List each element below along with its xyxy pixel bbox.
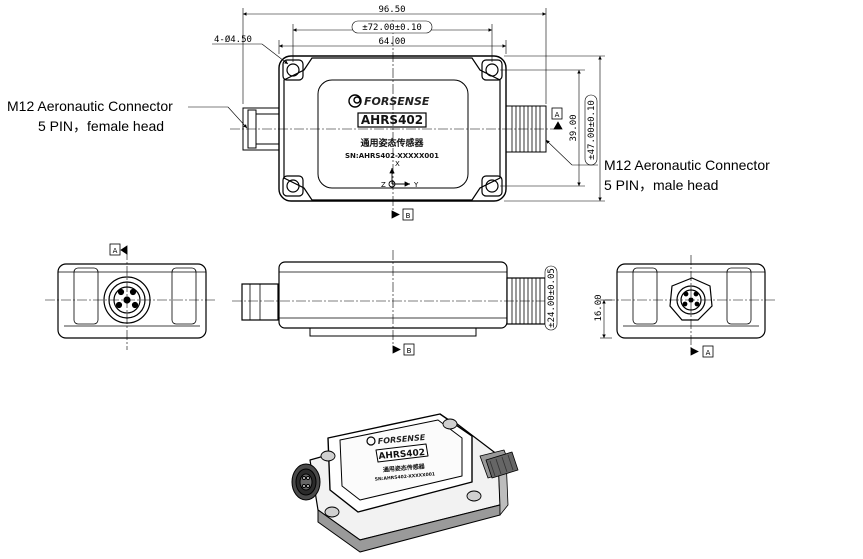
isometric-view <box>291 413 519 553</box>
datum-tag-side <box>392 343 415 356</box>
dim-body-height: 39.00 <box>569 114 579 141</box>
dim-hole-diameter: 4-Ø4.50 <box>214 34 252 45</box>
datum-tag-text-top: A B <box>406 111 560 220</box>
serial-text: SN:AHRS402-XXXXX001 <box>345 152 439 160</box>
datum-tags-top <box>391 107 563 221</box>
female-callout-line2: 5 PIN，female head <box>38 118 164 134</box>
isometric-label-text: FORSENSE AHRS402 通用姿态传感器 SN:AHRS402-XXXX… <box>375 433 436 483</box>
base-flange-top <box>278 55 507 202</box>
dim-body-length: 64.00 <box>378 37 405 47</box>
forsense-logo-icon <box>348 94 362 108</box>
datum-tag-right-end <box>690 345 714 358</box>
datum-a-top: A <box>555 111 560 119</box>
axis-triad-icon <box>388 168 410 188</box>
iso-brand-text: FORSENSE <box>377 433 426 446</box>
male-callout-line2: 5 PIN，male head <box>604 177 718 193</box>
top-view <box>230 20 560 215</box>
datum-tag-left-end <box>109 243 128 256</box>
left-end-view <box>45 250 215 350</box>
side-view <box>232 250 555 348</box>
dim-connector-center: ±24.00±0.05 <box>547 268 557 328</box>
chinese-title-text: 通用姿态传感器 <box>360 137 424 149</box>
iso-logo-icon <box>366 436 376 446</box>
dim-hole-spacing-height: ±47.00±0.10 <box>587 100 597 160</box>
lid-outline-top <box>283 57 501 201</box>
male-callout-line1: M12 Aeronautic Connector <box>604 157 770 173</box>
iso-female-connector <box>291 463 321 501</box>
brand-logo-text: FORSENSE <box>364 95 430 108</box>
top-view-dimensions <box>188 8 605 202</box>
axis-z-label: Z <box>381 181 386 189</box>
iso-male-connector <box>479 449 519 479</box>
axis-y-label: Y <box>413 181 419 189</box>
datum-a-right-end: A <box>706 349 711 357</box>
right-end-dimensions <box>600 299 612 339</box>
top-view-dimension-text: 96.50 ±72.00±0.10 64.00 4-Ø4.50 39.00 ±4… <box>214 5 597 160</box>
model-text: AHRS402 <box>361 113 423 127</box>
iso-serial-text: SN:AHRS402-XXXXX001 <box>375 471 436 482</box>
dim-overall-length: 96.50 <box>378 5 405 15</box>
datum-b-side: B <box>407 347 412 355</box>
iso-model-text: AHRS402 <box>378 448 425 462</box>
dim-connector-offset: 16.00 <box>594 294 604 321</box>
callouts: M12 Aeronautic Connector 5 PIN，female he… <box>7 98 770 193</box>
side-view-dimensions <box>544 265 558 331</box>
axis-x-label: X <box>395 160 400 168</box>
dim-hole-spacing-length: ±72.00±0.10 <box>362 23 422 33</box>
top-view-label-text: FORSENSE AHRS402 通用姿态传感器 SN:AHRS402-XXXX… <box>345 95 439 189</box>
female-callout-line1: M12 Aeronautic Connector <box>7 98 173 114</box>
iso-chinese-title-text: 通用姿态传感器 <box>383 462 427 474</box>
datum-a-left-end: A <box>113 247 118 255</box>
datum-b-top: B <box>406 212 411 220</box>
right-end-view <box>605 255 775 352</box>
